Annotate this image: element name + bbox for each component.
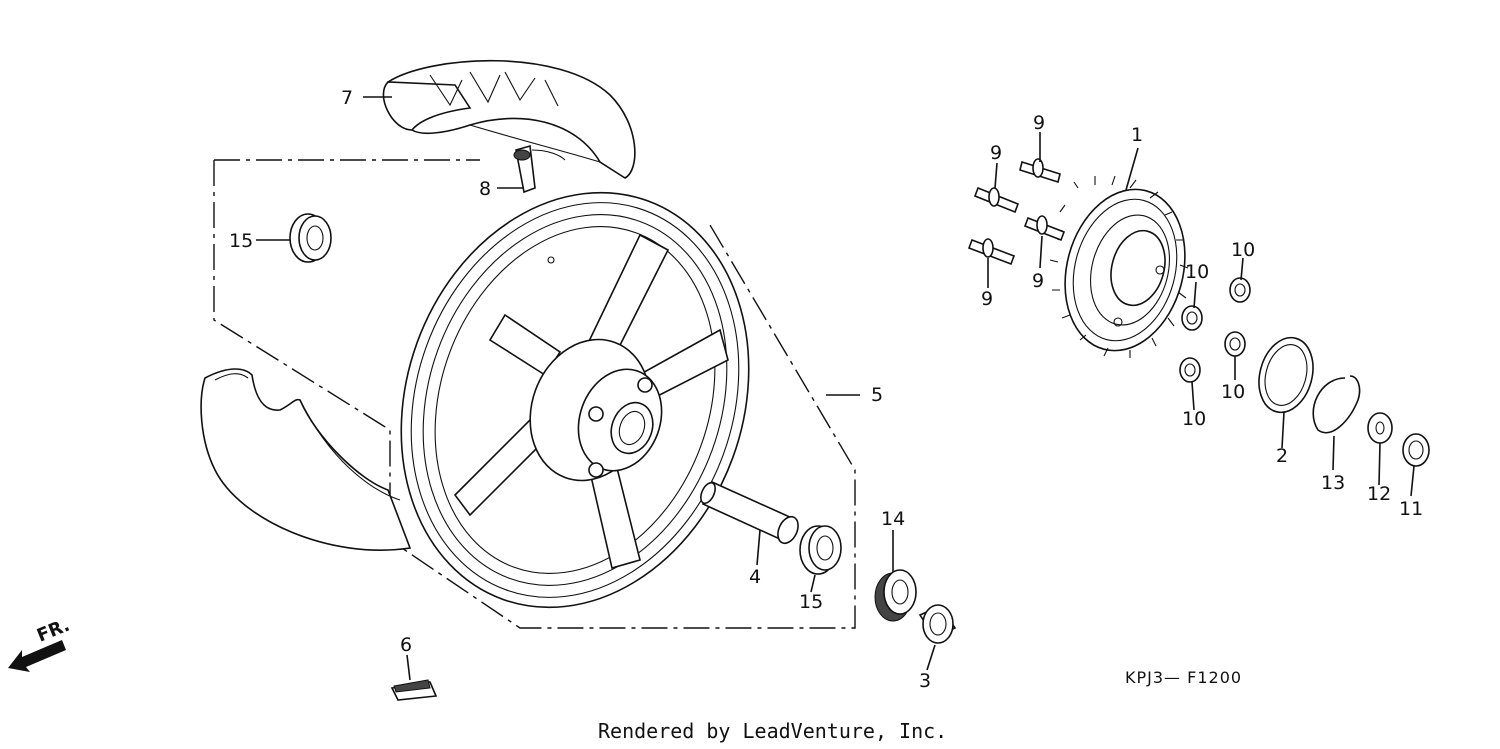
callout-9-top: 9 (1033, 112, 1045, 134)
callout-15-right: 15 (799, 591, 823, 613)
driven-sprocket (1049, 175, 1189, 358)
washer (1367, 412, 1393, 444)
tire-lower (200, 368, 412, 551)
front-direction-arrow (8, 640, 66, 672)
callout-9-lower-left: 9 (981, 288, 993, 310)
callout-4: 4 (749, 566, 761, 588)
callout-3: 3 (919, 670, 931, 692)
assembly-outline (213, 159, 856, 629)
callout-8: 8 (479, 178, 491, 200)
callout-14: 14 (881, 508, 905, 530)
callout-11: 11 (1399, 498, 1423, 520)
callout-10-upper-left: 10 (1185, 261, 1209, 283)
callout-10-upper-right: 10 (1231, 239, 1255, 261)
diagram-code: KPJ3— F1200 (1125, 668, 1242, 687)
collar (700, 480, 799, 545)
bearing-left (289, 213, 332, 263)
footer-credit: Rendered by LeadVenture, Inc. (598, 719, 947, 743)
circlip (1312, 375, 1361, 434)
front-direction-label: FR. (34, 615, 73, 647)
balance-weight (390, 679, 438, 701)
callout-10-lower-left: 10 (1182, 408, 1206, 430)
axle-nut (1402, 433, 1430, 467)
callout-1: 1 (1131, 124, 1143, 146)
spacer (918, 604, 957, 644)
callout-5: 5 (871, 384, 883, 406)
callout-7: 7 (341, 87, 353, 109)
wheel-rim (400, 191, 750, 609)
bearing-right (799, 525, 842, 575)
callout-12: 12 (1367, 483, 1391, 505)
nuts (1179, 277, 1251, 383)
oil-seal (874, 569, 917, 622)
callout-9-upper-left: 9 (990, 142, 1002, 164)
callout-15-left: 15 (229, 230, 253, 252)
callout-10-lower-right: 10 (1221, 381, 1245, 403)
tire-upper (382, 59, 636, 179)
callout-labels: 1 2 3 4 5 6 7 8 9 9 9 9 10 10 10 10 11 1… (229, 87, 1423, 692)
callout-6: 6 (400, 634, 412, 656)
fitting-ring (1258, 336, 1314, 414)
callout-9-middle: 9 (1032, 270, 1044, 292)
stud-bolts (967, 158, 1066, 266)
leader-lines (256, 96, 1415, 681)
callout-2: 2 (1276, 445, 1288, 467)
valve-stem (513, 144, 566, 194)
callout-13: 13 (1321, 472, 1345, 494)
